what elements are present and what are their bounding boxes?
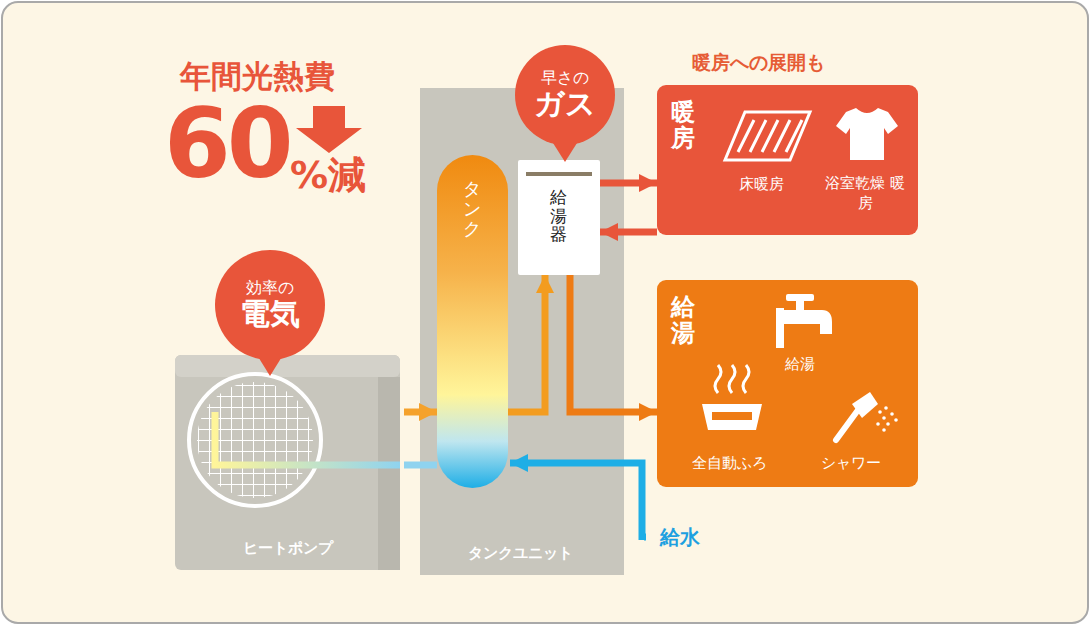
node-title: ヒートポンプ	[175, 539, 400, 558]
section-heading: 暖房への展開も	[692, 50, 825, 76]
node-title: 早さの	[541, 69, 589, 87]
node-caption: ガス	[534, 87, 596, 122]
hot-water-panel: 給湯給湯全自動ふろシャワー	[657, 280, 918, 487]
node-caption: 浴室乾燥 暖房	[825, 173, 905, 214]
big-number: 60	[164, 96, 290, 192]
bath-icon	[702, 365, 762, 430]
water-heater: 給湯器	[518, 160, 600, 275]
pump-return-line	[215, 412, 400, 465]
node-title: タンク	[463, 179, 481, 238]
node-caption: 全自動ふろ	[677, 454, 781, 473]
node-caption: シャワー	[807, 454, 895, 473]
flow-arrow	[600, 229, 657, 236]
water-supply-label: 給水	[660, 524, 700, 551]
electric-callout: 効率の電気	[215, 250, 325, 360]
flow-arrow	[404, 409, 437, 416]
tank-unit: タンクユニット タンク 給湯器	[420, 88, 624, 575]
down-arrow	[296, 106, 362, 153]
node-caption: 床暖房	[725, 175, 797, 194]
node-title: 給湯	[671, 294, 695, 347]
headline: 年間光熱費	[180, 56, 335, 98]
flow-arrow	[508, 275, 545, 412]
shower-icon	[836, 392, 898, 440]
faucet-icon	[776, 294, 832, 348]
heating-panel: 暖房床暖房 浴室乾燥 暖房	[657, 85, 918, 235]
shirt-icon	[836, 108, 898, 160]
node-caption: 電気	[240, 297, 300, 332]
node-title: 暖房	[671, 99, 695, 152]
flow-arrow	[404, 462, 437, 469]
heater-bar	[526, 172, 592, 176]
water-supply-arrow	[510, 463, 646, 540]
flow-arrow	[600, 180, 657, 187]
node-title: 給湯器	[550, 188, 567, 244]
gas-callout: 早さのガス	[515, 45, 615, 145]
pump-hot-line	[215, 409, 400, 416]
percent-label: %減	[290, 150, 366, 201]
floor-heating-icon	[725, 112, 810, 160]
tank: タンク	[437, 155, 508, 488]
flow-arrow	[570, 275, 657, 412]
heat-pump-body	[175, 355, 400, 570]
callout-tail	[257, 355, 283, 376]
node-caption: 給湯	[767, 355, 833, 374]
callout-tail	[553, 143, 577, 162]
node-title: タンクユニット	[420, 544, 620, 563]
heat-pump: ヒートポンプ	[175, 355, 404, 570]
node-title: 効率の	[246, 279, 294, 297]
